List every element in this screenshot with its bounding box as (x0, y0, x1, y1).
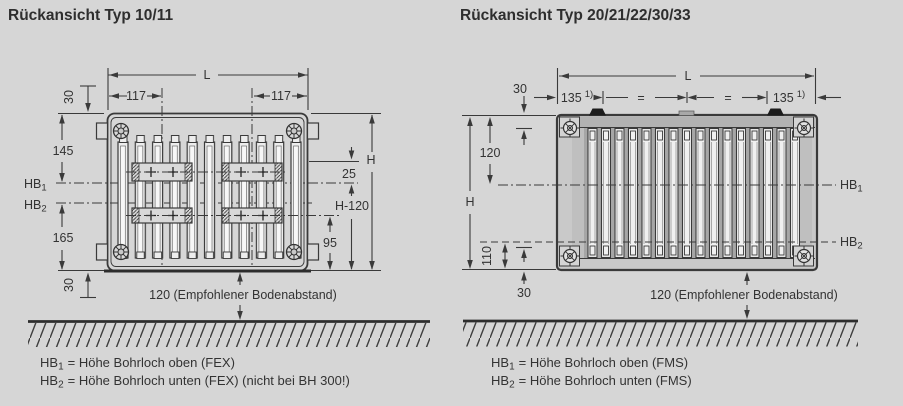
svg-text:H: H (366, 153, 375, 167)
side-connector-blocks (95, 122, 320, 261)
dim-145: 145 (53, 114, 74, 182)
dim-H-minus-120: H-120 (335, 184, 369, 270)
extension-lines-right (462, 68, 817, 271)
drawing-typ-10-11: Rückansicht Typ 10/11 L 117 117 (8, 7, 430, 391)
corner-fitting-icon (112, 243, 130, 261)
legend-hb1-right: HB1= Höhe Bohrloch oben (FMS) (491, 355, 688, 373)
dim-95: 95 (323, 216, 337, 270)
dim-floor-distance-right: 120 (Empfohlener Bodenabstand) (650, 272, 838, 319)
radiator-fins (116, 135, 307, 259)
dim-165: 165 (53, 204, 74, 270)
ground-left (28, 320, 430, 347)
dim-117-right: 117 (254, 89, 307, 103)
mounting-tab-left (589, 108, 606, 116)
hb2-label-right: HB2 (840, 235, 863, 252)
hb1-label-right: HB1 (840, 178, 863, 195)
svg-text:H: H (465, 195, 474, 209)
svg-text:=: = (724, 91, 731, 105)
svg-text:30: 30 (62, 278, 76, 292)
svg-text:=: = (637, 91, 644, 105)
hb1-label-left: HB1 (24, 177, 47, 194)
legend-hb1-left: HB1= Höhe Bohrloch oben (FEX) (40, 355, 235, 373)
dim-117-left: 117 (109, 89, 161, 103)
svg-text:H-120: H-120 (335, 199, 369, 213)
ground-right (463, 319, 858, 347)
dim-L-left: L (108, 68, 308, 82)
svg-text:95: 95 (323, 236, 337, 250)
dim-L-right: L (559, 69, 814, 83)
hb2-label-left: HB2 (24, 198, 47, 215)
svg-text:25: 25 (342, 167, 356, 181)
svg-text:117: 117 (271, 89, 291, 103)
svg-text:120 (Empfohlener Bodenabstand): 120 (Empfohlener Bodenabstand) (650, 288, 838, 302)
mounting-tab-right (767, 108, 784, 116)
svg-text:165: 165 (53, 231, 74, 245)
wall-bracket-plates (126, 162, 341, 224)
svg-text:120: 120 (480, 146, 501, 160)
drawing-title-left: Rückansicht Typ 10/11 (8, 7, 173, 24)
svg-text:117: 117 (126, 89, 146, 103)
svg-text:110: 110 (480, 246, 494, 266)
dim-floor-distance-left: 120 (Empfohlener Bodenabstand) (149, 272, 337, 320)
svg-text:30: 30 (62, 90, 76, 104)
dim-30-top-left: 30 (62, 86, 91, 112)
legend-hb2-left: HB2= Höhe Bohrloch unten (FEX) (nicht be… (40, 373, 350, 391)
svg-text:L: L (204, 68, 211, 82)
dim-30-bottom-left: 30 (62, 272, 91, 297)
legend-hb2-right: HB2= Höhe Bohrloch unten (FMS) (491, 373, 692, 391)
corner-fitting-icon (285, 243, 303, 261)
radiator-typ10-body (95, 112, 341, 273)
dim-120-right: 120 (480, 117, 501, 184)
drawing-title-right: Rückansicht Typ 20/21/22/30/33 (460, 7, 691, 24)
dim-30-top-right: 30 (513, 82, 527, 145)
corner-fitting-icon (112, 122, 130, 140)
dim-25: 25 (342, 147, 356, 181)
corner-fitting-icon (285, 122, 303, 140)
radiator-convection-ribs (584, 128, 800, 258)
svg-text:145: 145 (53, 144, 74, 158)
radiator-typ22-body (555, 108, 819, 272)
svg-text:30: 30 (513, 82, 527, 96)
dim-H-left: H (366, 114, 376, 270)
svg-text:30: 30 (517, 286, 531, 300)
dim-30-bottom-right: 30 (517, 249, 531, 300)
dim-H-right: H (465, 117, 475, 269)
svg-text:120 (Empfohlener Bodenabstand): 120 (Empfohlener Bodenabstand) (149, 288, 337, 302)
svg-text:L: L (685, 69, 692, 83)
center-tab (678, 110, 695, 116)
dim-110: 110 (480, 243, 508, 269)
